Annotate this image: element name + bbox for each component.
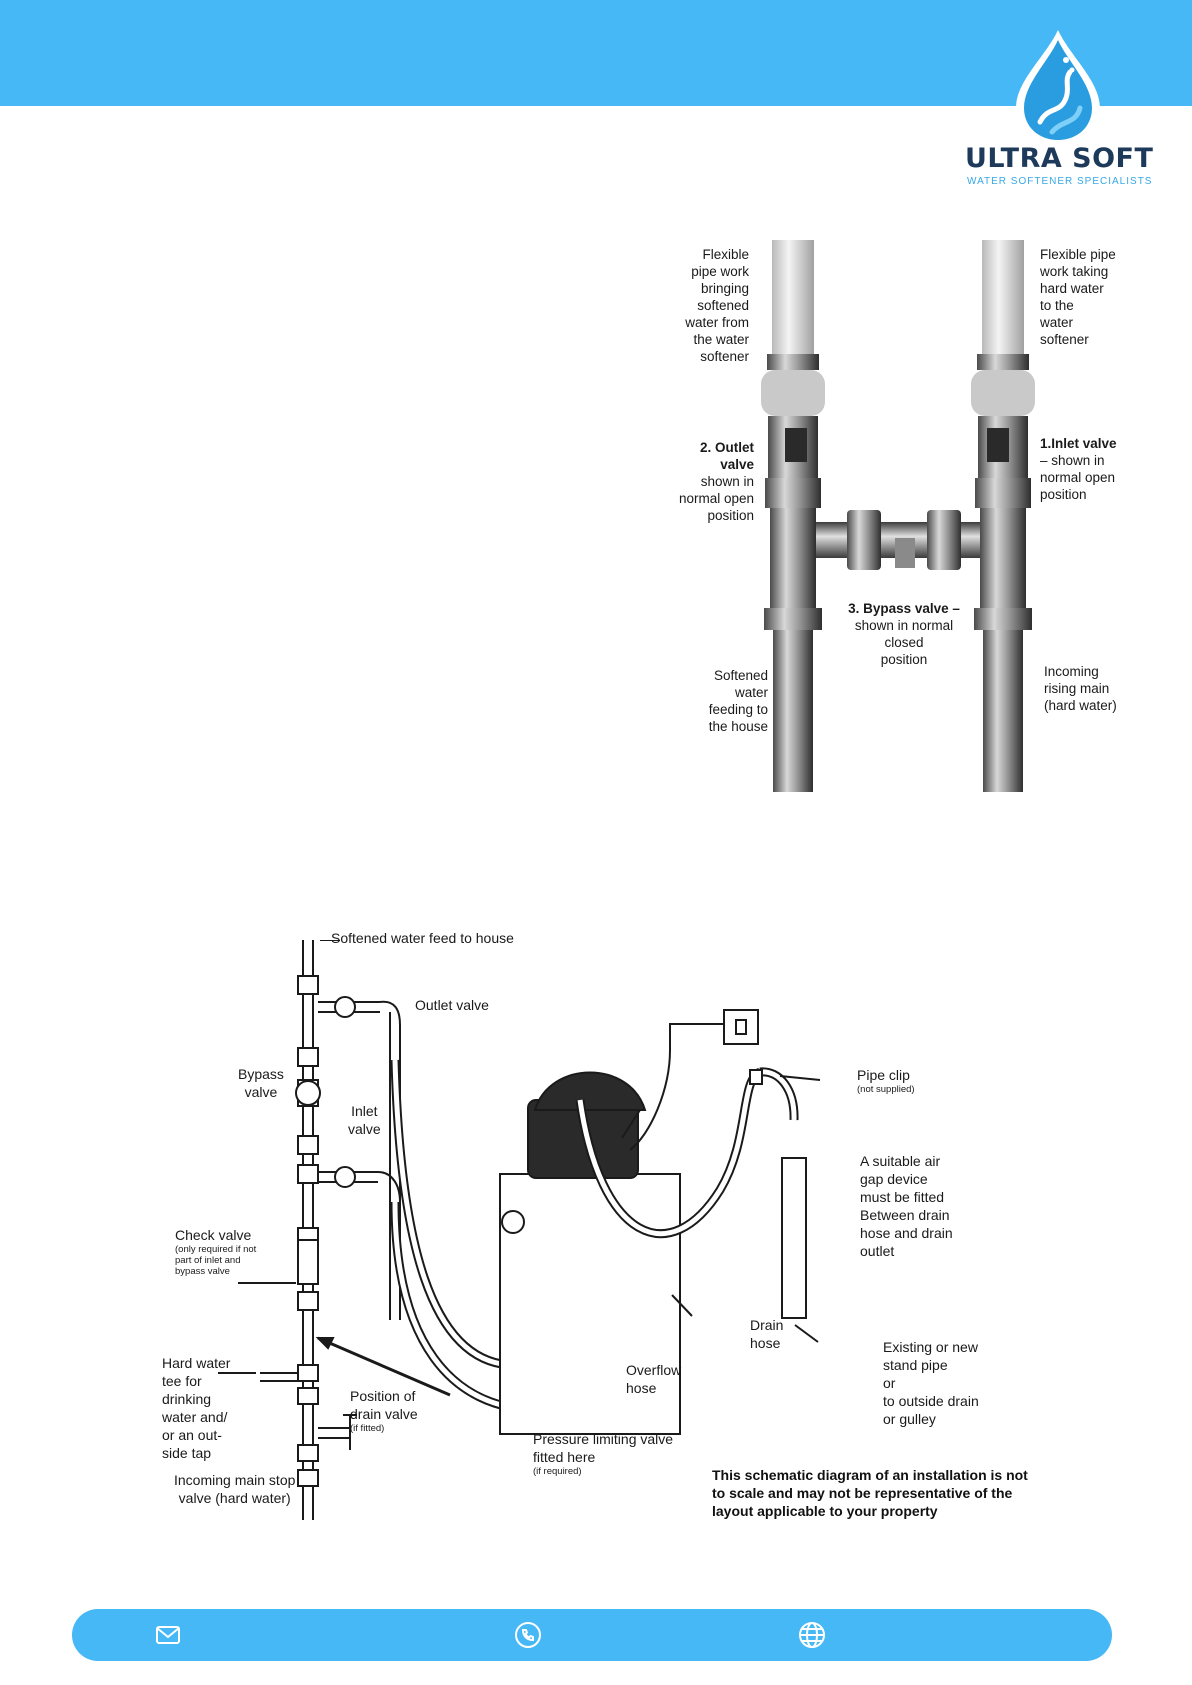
label-inlet-valve: 1.Inlet valve – shown in normal open pos… — [1040, 435, 1130, 503]
phone-icon[interactable] — [514, 1621, 542, 1649]
label-stop-valve: Incoming main stop valve (hard water) — [174, 1472, 296, 1506]
label-bypass-valve-schematic: Bypass valve — [238, 1066, 284, 1100]
brand-tagline: WATER SOFTENER SPECIALISTS — [967, 176, 1153, 187]
label-outlet-pipe: Flexible pipe work bringing softened wat… — [685, 247, 749, 364]
inlet-valve-desc: – shown in normal open position — [1040, 453, 1116, 502]
installation-schematic: Softened water feed to house Outlet valv… — [150, 930, 1050, 1520]
label-inlet-pipe: Flexible pipe work taking hard water to … — [1040, 247, 1116, 347]
label-bypass-valve: 3. Bypass valve – shown in normal closed… — [839, 600, 969, 668]
drain-valve-title: Position of drain valve — [350, 1388, 418, 1422]
schematic-drawing — [218, 940, 821, 1520]
pipe-clip-title: Pipe clip — [857, 1067, 910, 1083]
label-pipe-clip: Pipe clip (not supplied) — [857, 1066, 915, 1095]
label-rising-main: Incoming rising main (hard water) — [1044, 664, 1117, 713]
label-check-valve: Check valve (only required if not part o… — [175, 1226, 256, 1277]
pressure-valve-title: Pressure limiting valve fitted here — [533, 1431, 674, 1465]
water-drop-icon — [1016, 30, 1100, 148]
brand-name: ULTRA SOFT — [965, 143, 1154, 174]
label-drain-hose: Drain hose — [750, 1317, 784, 1351]
schematic-disclaimer: This schematic diagram of an installatio… — [712, 1467, 1028, 1519]
drain-valve-note: (if fitted) — [350, 1423, 385, 1434]
label-stand-pipe: Existing or new stand pipe or to outside… — [883, 1339, 979, 1427]
pipe-clip-note: (not supplied) — [857, 1084, 915, 1095]
label-hard-water-tee: Hard water tee for drinking water and/ o… — [162, 1355, 231, 1461]
outlet-valve-title: 2. Outlet valve — [699, 440, 754, 472]
label-inlet-valve-schematic: Inlet valve — [348, 1103, 381, 1137]
bypass-valve-title: 3. Bypass valve – — [848, 601, 960, 616]
label-drain-valve: Position of drain valve (if fitted) — [350, 1387, 418, 1434]
pressure-valve-note: (if required) — [533, 1466, 582, 1477]
label-softened-feed: Softened water feeding to the house — [708, 668, 768, 734]
label-outlet-valve: 2. Outlet valve shown in normal open pos… — [644, 439, 754, 524]
footer-contact-bar — [72, 1609, 1112, 1661]
valve-photo-illustration — [761, 240, 1035, 792]
label-outlet-valve-schematic: Outlet valve — [415, 997, 489, 1013]
outlet-valve-desc: shown in normal open position — [678, 474, 754, 523]
check-valve-title: Check valve — [175, 1227, 252, 1243]
inlet-valve-title: 1.Inlet valve — [1040, 436, 1117, 451]
label-air-gap: A suitable air gap device must be fitted… — [860, 1153, 953, 1259]
valve-photo: Flexible pipe work bringing softened wat… — [669, 240, 1129, 792]
label-softened-feed-house: Softened water feed to house — [331, 930, 514, 946]
header-band — [0, 0, 1192, 106]
check-valve-note: (only required if not part of inlet and … — [175, 1244, 257, 1277]
globe-icon[interactable] — [798, 1621, 826, 1649]
bypass-valve-desc: shown in normal closed position — [854, 618, 954, 667]
mail-icon[interactable] — [154, 1621, 182, 1649]
brand-logo: ULTRA SOFT WATER SOFTENER SPECIALISTS — [960, 26, 1153, 196]
label-pressure-valve: Pressure limiting valve fitted here (if … — [533, 1430, 673, 1477]
label-overflow-hose: Overflow hose — [626, 1362, 682, 1396]
